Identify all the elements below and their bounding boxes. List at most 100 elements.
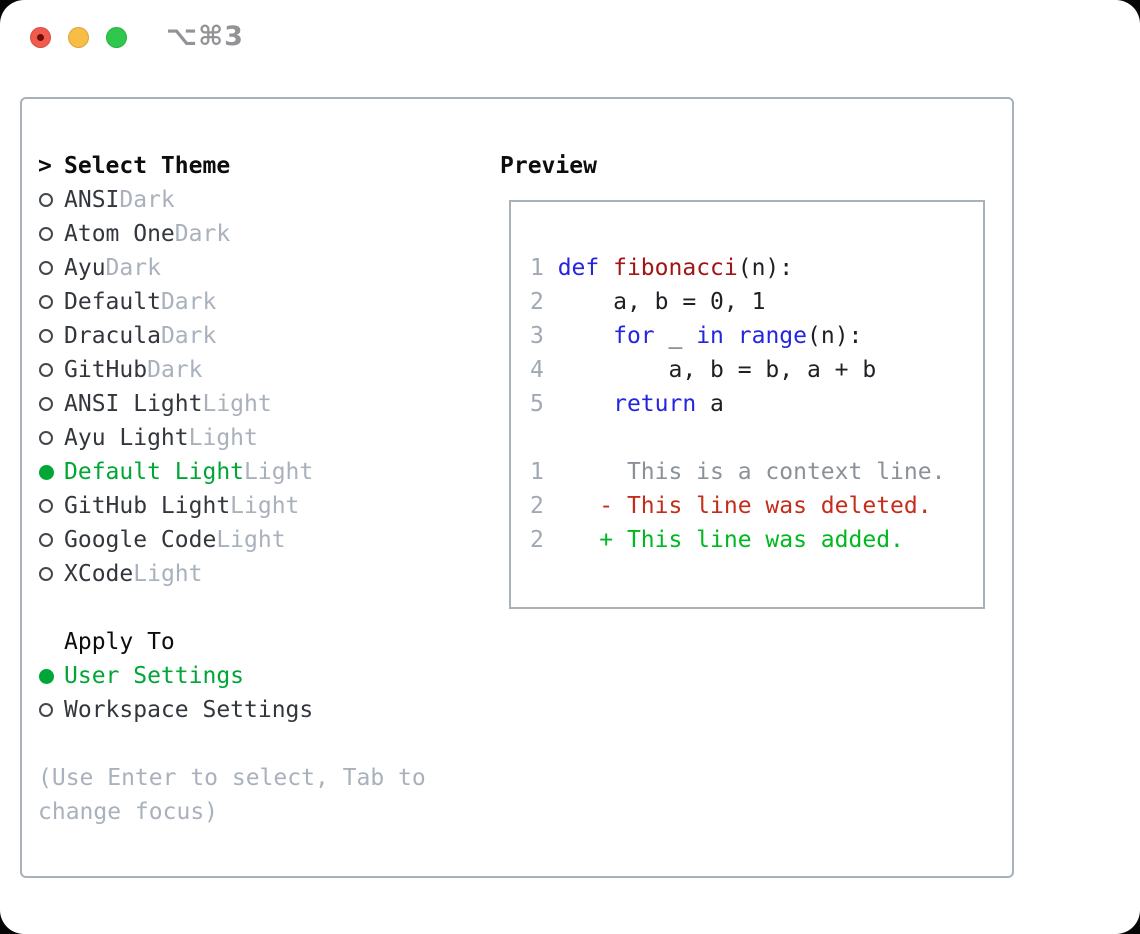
radio-selected-icon [38,668,64,684]
circle-icon [39,261,53,275]
circle-icon [39,363,53,377]
code-segment-keyword: range [737,323,807,349]
preview-line [530,421,983,455]
theme-option[interactable]: Google Code Light [38,523,458,557]
code-segment-context: This is a context line. [557,459,946,485]
keyboard-hint: (Use Enter to select, Tab to change focu… [38,765,426,825]
circle-icon [39,499,53,513]
theme-option[interactable]: ANSI Light Light [38,387,458,421]
minimize-button[interactable] [68,27,89,48]
theme-option[interactable]: Ayu Light Light [38,421,458,455]
circle-icon [39,193,53,207]
option-label: Workspace Settings [64,697,314,723]
circle-icon [39,227,53,241]
option-label: Google Code [64,527,217,553]
code-segment-plain [599,255,613,281]
filled-circle-icon [39,464,54,480]
option-label: GitHub [64,357,148,383]
preview-line: 2 + This line was added. [530,523,983,557]
line-number: 4 [530,357,558,383]
radio-icon [38,431,64,445]
theme-option[interactable]: Default Dark [38,285,458,319]
code-segment-plain: a [696,391,724,417]
radio-icon [38,533,64,547]
option-variant-label: Dark [174,221,231,247]
code-segment-plain: (n): [737,255,794,281]
circle-icon [39,431,53,445]
apply-to-option[interactable]: User Settings [38,659,458,693]
apply-to-option[interactable]: Workspace Settings [38,693,458,727]
preview-line: 2 a, b = 0, 1 [530,285,983,319]
caret-icon: > [38,153,52,179]
radio-icon [38,499,64,513]
option-label: ANSI [64,187,120,213]
code-segment-plain: (n): [807,323,863,349]
option-label: Default [64,289,161,315]
theme-option[interactable]: GitHub Light Light [38,489,458,523]
radio-icon [38,567,64,581]
close-button[interactable] [30,27,51,48]
option-variant-label: Light [216,527,286,553]
code-segment-plain: _ [654,323,697,349]
radio-icon [38,295,64,309]
window-title: ⌥⌘3 [166,21,244,52]
option-variant-label: Dark [119,187,175,213]
line-number: 2 [530,493,558,519]
radio-icon [38,329,64,343]
code-segment-function: fibonacci [613,255,738,281]
apply-to-heading-row: Apply To [38,625,458,659]
preview-line: 3 for _ in range(n): [530,319,983,353]
radio-icon [38,261,64,275]
option-variant-label: Light [188,425,258,451]
preview-line: 1 def fibonacci(n): [530,251,983,285]
option-variant-label: Light [244,459,314,485]
code-segment-plain: a, b = 0, 1 [557,289,766,315]
radio-icon [38,193,64,207]
line-number: 5 [530,391,558,417]
circle-icon [39,567,53,581]
theme-option[interactable]: Ayu Dark [38,251,458,285]
theme-option[interactable]: XCode Light [38,557,458,591]
code-segment-plain [558,323,613,349]
theme-option[interactable]: Default Light Light [38,455,458,489]
theme-option[interactable]: Dracula Dark [38,319,458,353]
circle-icon [39,397,53,411]
preview-line: 5 return a [530,387,983,421]
option-label: Atom One [64,221,175,247]
titlebar: ⌥⌘3 [0,0,1140,75]
theme-option[interactable]: ANSI Dark [38,183,458,217]
option-variant-label: Dark [105,255,161,281]
preview-line: 1 This is a context line. [530,455,983,489]
option-label: Ayu Light [64,425,189,451]
theme-option[interactable]: Atom One Dark [38,217,458,251]
option-label: ANSI Light [64,391,203,417]
select-theme-heading-row: > Select Theme [38,149,458,183]
option-variant-label: Light [202,391,272,417]
code-segment-keyword: in [696,323,724,349]
option-label: XCode [64,561,134,587]
option-label: Ayu [64,255,106,281]
radio-icon [38,227,64,241]
preview-line: 4 a, b = b, a + b [530,353,983,387]
line-number: 1 [530,459,558,485]
zoom-button[interactable] [106,27,127,48]
code-segment-added: + This line was added. [557,527,904,553]
option-label: GitHub Light [64,493,231,519]
code-segment-plain [724,323,738,349]
code-segment-keyword: def [557,255,600,281]
theme-option[interactable]: GitHub Dark [38,353,458,387]
circle-icon [39,329,53,343]
radio-selected-icon [38,464,64,480]
option-label: Dracula [64,323,161,349]
option-variant-label: Dark [160,289,217,315]
code-segment-plain [558,391,613,417]
option-variant-label: Dark [147,357,203,383]
radio-icon [38,703,64,717]
line-number: 2 [530,527,558,553]
